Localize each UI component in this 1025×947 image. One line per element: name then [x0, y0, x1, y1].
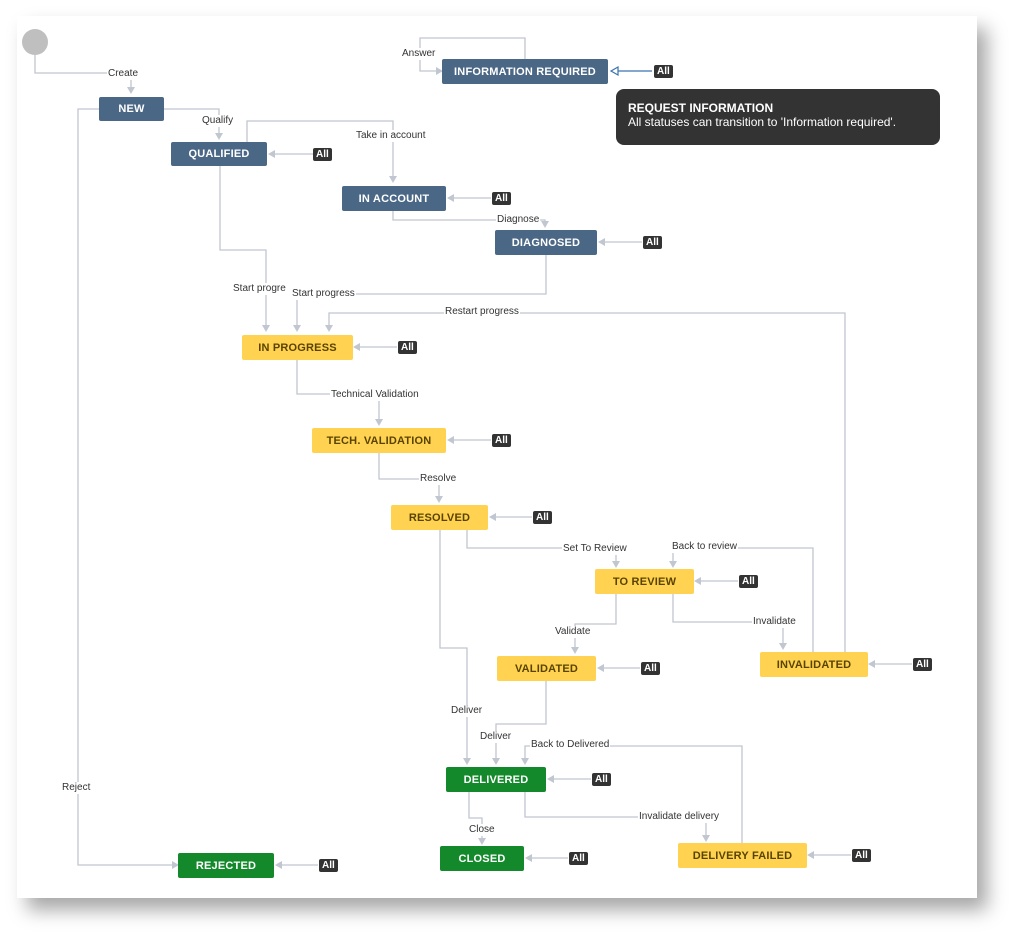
label-qualify[interactable]: Qualify — [201, 115, 235, 127]
label-create[interactable]: Create — [107, 68, 140, 80]
all-badge-information-required[interactable]: All — [654, 65, 673, 78]
edge-take-in-account — [246, 120, 394, 181]
all-badge-invalidated[interactable]: All — [913, 658, 932, 671]
edge-deliver-left — [439, 530, 468, 763]
status-in-account[interactable]: IN ACCOUNT — [342, 186, 446, 211]
edge-start-progress-a — [219, 166, 267, 330]
edge-back-to-delivered — [524, 745, 743, 843]
status-invalidated[interactable]: INVALIDATED — [760, 652, 868, 677]
label-close[interactable]: Close — [468, 824, 496, 836]
status-rejected[interactable]: REJECTED — [178, 853, 274, 878]
edge-reject — [77, 108, 176, 866]
all-badge-rejected[interactable]: All — [319, 859, 338, 872]
label-set-to-review[interactable]: Set To Review — [562, 543, 628, 555]
label-back-to-delivered[interactable]: Back to Delivered — [530, 739, 611, 751]
edge-restart-progress — [328, 312, 846, 652]
label-restart-progress[interactable]: Restart progress — [444, 306, 520, 318]
label-answer[interactable]: Answer — [401, 48, 437, 60]
label-invalidate-delivery[interactable]: Invalidate delivery — [638, 811, 721, 823]
label-back-to-review[interactable]: Back to review — [671, 541, 739, 553]
status-delivery-failed[interactable]: DELIVERY FAILED — [678, 843, 807, 868]
info-text: All statuses can transition to 'Informat… — [628, 115, 897, 129]
label-take-in-account[interactable]: Take in account — [355, 130, 427, 142]
status-validated[interactable]: VALIDATED — [497, 656, 596, 681]
edge-invalidate — [672, 594, 784, 648]
all-badge-closed[interactable]: All — [569, 852, 588, 865]
all-badge-in-account[interactable]: All — [492, 192, 511, 205]
status-resolved[interactable]: RESOLVED — [391, 505, 488, 530]
edge-answer — [419, 37, 526, 72]
all-badge-resolved[interactable]: All — [533, 511, 552, 524]
edge-qualify — [164, 108, 220, 138]
all-badge-in-progress[interactable]: All — [398, 341, 417, 354]
label-technical-validation[interactable]: Technical Validation — [330, 389, 420, 401]
edge-validate — [574, 594, 617, 652]
label-deliver-left[interactable]: Deliver — [450, 705, 484, 717]
all-badge-validated[interactable]: All — [641, 662, 660, 675]
label-diagnose[interactable]: Diagnose — [496, 214, 541, 226]
all-badge-qualified[interactable]: All — [313, 148, 332, 161]
edge-set-to-review — [466, 530, 617, 566]
label-start-progress-truncated[interactable]: Start progre — [232, 283, 287, 295]
edge-deliver — [495, 681, 547, 763]
edge-create — [34, 55, 132, 92]
status-new[interactable]: NEW — [99, 97, 164, 121]
label-start-progress[interactable]: Start progress — [291, 288, 356, 300]
label-validate[interactable]: Validate — [554, 626, 592, 638]
status-delivered[interactable]: DELIVERED — [446, 767, 546, 792]
status-tech-validation[interactable]: TECH. VALIDATION — [312, 428, 446, 453]
all-badge-tech-validation[interactable]: All — [492, 434, 511, 447]
all-badge-delivered[interactable]: All — [592, 773, 611, 786]
info-title: REQUEST INFORMATION — [628, 101, 774, 115]
edge-resolve — [378, 453, 440, 501]
label-deliver[interactable]: Deliver — [479, 731, 513, 743]
status-information-required[interactable]: INFORMATION REQUIRED — [442, 59, 608, 84]
edge-start-progress-b — [296, 255, 547, 330]
start-node — [22, 29, 48, 55]
status-qualified[interactable]: QUALIFIED — [171, 142, 267, 166]
status-to-review[interactable]: TO REVIEW — [595, 569, 694, 594]
label-resolve[interactable]: Resolve — [419, 473, 458, 485]
edge-invalidate-delivery — [524, 792, 707, 840]
request-information-box: REQUEST INFORMATION All statuses can tra… — [616, 89, 940, 145]
label-invalidate[interactable]: Invalidate — [752, 616, 797, 628]
status-in-progress[interactable]: IN PROGRESS — [242, 335, 353, 360]
status-closed[interactable]: CLOSED — [440, 846, 524, 871]
edge-back-to-review — [672, 547, 814, 652]
all-badge-diagnosed[interactable]: All — [643, 236, 662, 249]
label-reject[interactable]: Reject — [61, 782, 92, 794]
status-diagnosed[interactable]: DIAGNOSED — [495, 230, 597, 255]
all-badge-delivery-failed[interactable]: All — [852, 849, 871, 862]
all-badge-to-review[interactable]: All — [739, 575, 758, 588]
